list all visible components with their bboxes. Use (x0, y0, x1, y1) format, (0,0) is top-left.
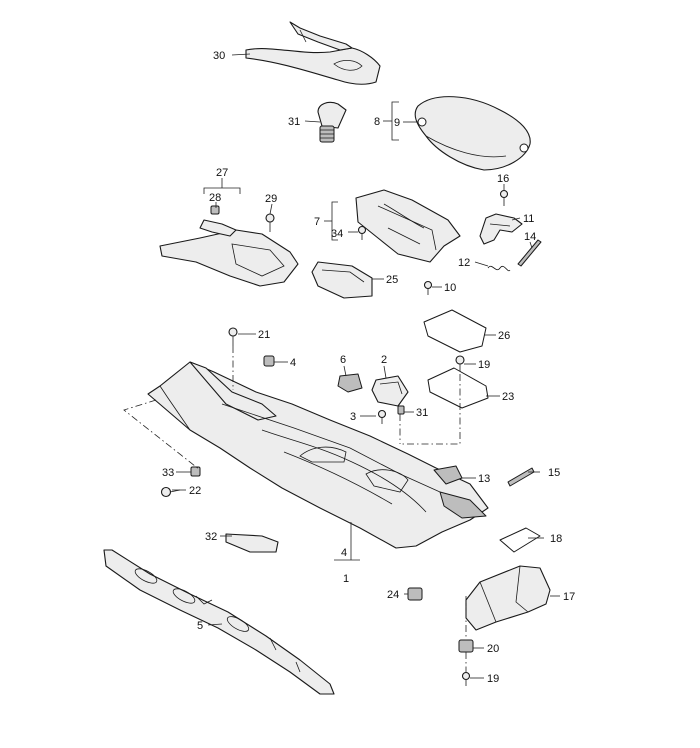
callout-22: 22 (189, 485, 201, 497)
part-16-screw (499, 189, 509, 206)
callout-18: 18 (550, 533, 562, 545)
callout-20: 20 (487, 643, 499, 655)
callout-13: 13 (478, 473, 490, 485)
part-28-clip (210, 205, 220, 215)
part-34-screw (357, 225, 367, 240)
callout-11: 11 (523, 213, 534, 225)
callout-24: 24 (387, 589, 399, 601)
callout-10: 10 (444, 282, 456, 294)
callout-leader-lines (172, 53, 560, 679)
part-24-grommet (407, 587, 423, 601)
part-10-screw (423, 280, 433, 295)
callout-14: 14 (524, 231, 536, 243)
callout-26: 26 (498, 330, 510, 342)
part-6-switch (337, 373, 363, 393)
callout-15: 15 (548, 467, 560, 479)
part-7-storage-compartment (355, 189, 461, 263)
callout-4: 4 (290, 357, 296, 369)
part-4-clip (263, 355, 275, 367)
callout-31-lower: 31 (416, 407, 428, 419)
assembly-guide-lines (123, 346, 467, 672)
part-15-rod (507, 467, 535, 487)
callout-27: 27 (216, 167, 228, 179)
part-3-screw (377, 409, 387, 424)
part-22-bolt (160, 486, 181, 498)
callout-4-lower: 4 (341, 547, 347, 559)
part-26-pad (423, 309, 487, 353)
callout-33: 33 (162, 467, 174, 479)
part-25-tray (311, 261, 373, 299)
part-12-spring (487, 265, 511, 272)
callout-34: 34 (331, 228, 343, 240)
part-20-grommet (458, 639, 474, 653)
part-2-panel (371, 375, 409, 407)
part-13-latch (433, 465, 487, 519)
callout-19-lower: 19 (487, 673, 499, 685)
callout-23: 23 (502, 391, 514, 403)
part-32-cover (225, 533, 279, 553)
callout-17: 17 (563, 591, 575, 603)
part-29-bolt (265, 213, 275, 232)
callout-16: 16 (497, 173, 509, 185)
part-23-plate (427, 367, 489, 409)
part-33-clip (190, 466, 201, 477)
part-1-center-console (147, 361, 489, 549)
callout-1: 1 (343, 573, 349, 585)
callout-labels: 30 31 8 9 27 28 29 16 7 34 11 14 12 25 1… (162, 50, 575, 685)
callout-32: 32 (205, 531, 217, 543)
callout-3: 3 (350, 411, 356, 423)
part-19-screw (461, 671, 471, 686)
part-5-insulation-strip (103, 549, 335, 695)
callout-5: 5 (197, 620, 203, 632)
part-17-rear-cover (465, 565, 551, 631)
part-31-knob (317, 101, 347, 143)
part-30-trim-strip (245, 21, 381, 85)
callout-28: 28 (209, 192, 221, 204)
part-31-insert (397, 405, 405, 415)
part-8-armrest-lid (414, 96, 531, 171)
callout-7: 7 (314, 216, 320, 228)
callout-25: 25 (386, 274, 398, 286)
part-27-shifter-surround (159, 219, 299, 287)
part-18-pad (499, 527, 541, 553)
callout-19: 19 (478, 359, 490, 371)
callout-6: 6 (340, 354, 346, 366)
part-21-bolt (228, 327, 238, 346)
callout-29: 29 (265, 193, 277, 205)
part-11-bracket (479, 213, 523, 245)
part-19-bolt (455, 355, 465, 374)
callout-9: 9 (394, 117, 400, 129)
callout-2: 2 (381, 354, 387, 366)
callout-21: 21 (258, 329, 270, 341)
callout-8: 8 (374, 116, 380, 128)
callout-12: 12 (458, 257, 470, 269)
callout-31: 31 (288, 116, 300, 128)
part-14-rod (517, 239, 542, 267)
callout-30: 30 (213, 50, 225, 62)
